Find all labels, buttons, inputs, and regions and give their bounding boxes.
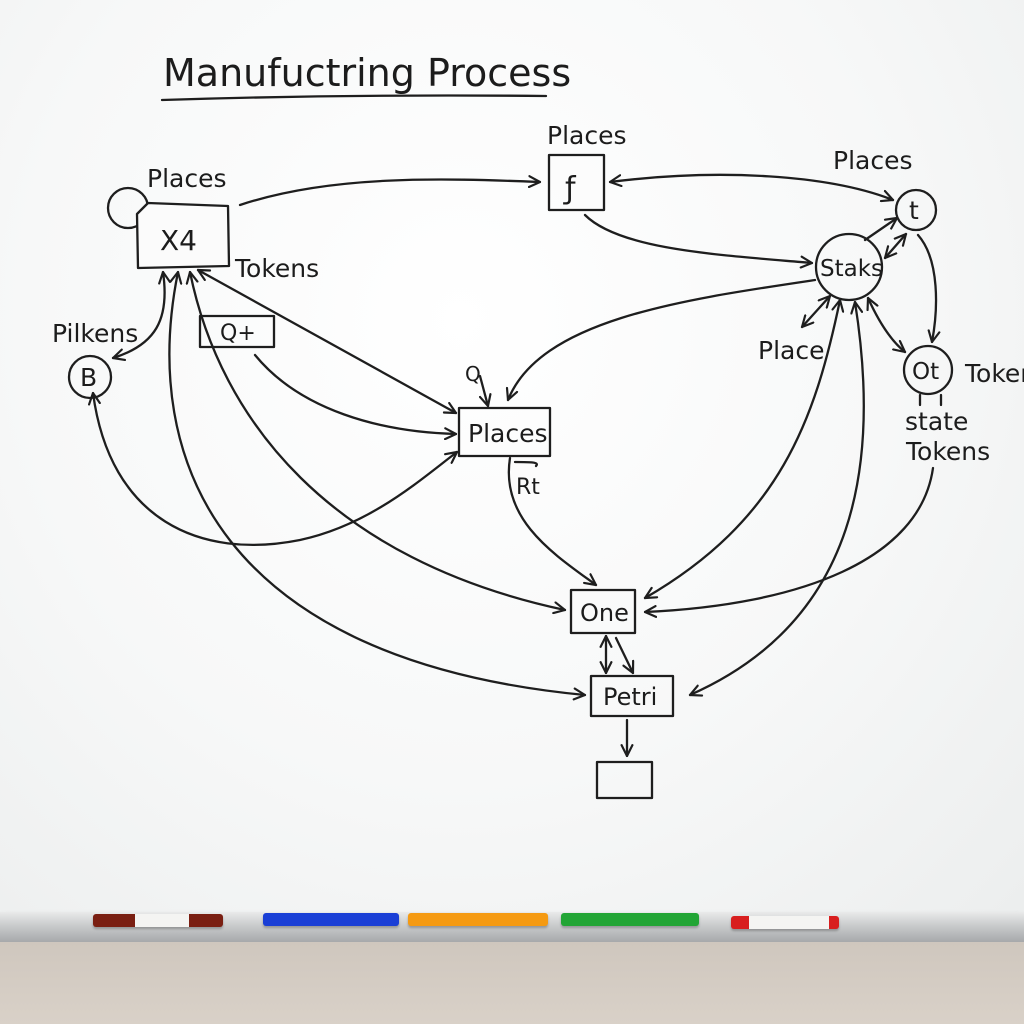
blue-marker[interactable] [263, 913, 399, 926]
arc-tokens-to-one [643, 466, 935, 619]
arcs [87, 173, 943, 758]
places-center-label: Places [468, 419, 548, 448]
b-label: B [80, 363, 97, 392]
t-place[interactable]: t [894, 188, 938, 232]
arc-t-to-ot [916, 233, 941, 344]
ot-place[interactable]: Ot [902, 344, 954, 396]
q-transition[interactable]: Q+ [198, 314, 276, 349]
arc-places-center-to-one [507, 456, 598, 587]
empty-transition[interactable] [595, 760, 654, 800]
arc-staks-place [800, 294, 832, 329]
arc-x4-to-places-top [238, 175, 542, 207]
petri-transition[interactable]: Petri [589, 674, 675, 718]
arc-staks-to-petri [688, 300, 865, 697]
b-circle [67, 354, 113, 400]
petri-box [589, 674, 675, 718]
q-label: Q+ [220, 321, 256, 346]
ot-circle [902, 344, 954, 396]
staks-label: Staks [820, 256, 883, 282]
t-circle [894, 188, 938, 232]
green-marker[interactable] [561, 913, 699, 926]
title-underline [160, 94, 548, 102]
brown-marker[interactable] [93, 914, 223, 927]
places-center-transition[interactable]: Places [457, 406, 552, 458]
arc-rt-curl [513, 460, 539, 468]
arc-places-top-to-staks [583, 213, 814, 269]
label-places-x4: Places [147, 164, 227, 193]
places-top-box [547, 153, 606, 212]
label-token-right: Token [964, 359, 1024, 388]
ot-label: Ot [912, 359, 939, 385]
ot-dashes [918, 393, 943, 407]
petri-label: Petri [603, 683, 657, 711]
label-tokens-left: Tokens [234, 254, 319, 283]
red-marker[interactable] [731, 916, 839, 929]
diagram-title: Manufuctring Process [163, 51, 571, 95]
label-tokens-right: Tokens [905, 437, 990, 466]
label-rt: Rt [516, 475, 540, 500]
label-pilkens: Pilkens [52, 319, 138, 348]
label-places-top: Places [547, 121, 627, 150]
label-place-right: Place [758, 336, 824, 365]
x4-box [135, 201, 231, 270]
label-state: state [905, 407, 968, 436]
wall [0, 942, 1024, 1024]
one-transition[interactable]: One [569, 588, 637, 635]
petri-net-diagram: Manufuctring Process [52, 51, 1024, 800]
q-box [198, 314, 276, 349]
places-center-box [457, 406, 552, 458]
t-label: t [909, 196, 919, 225]
staks-circle [814, 232, 884, 302]
x4-transition[interactable]: X4 [106, 186, 231, 270]
arc-q-to-places-center [253, 353, 458, 441]
staks-place[interactable]: Staks [814, 232, 884, 302]
one-box [569, 588, 637, 635]
arc-places-top-to-t [608, 173, 895, 203]
arc-x4-to-petri [168, 270, 587, 701]
places-top-node[interactable]: ƒ [547, 153, 606, 212]
label-q-small: Q [465, 362, 481, 386]
arc-x4-to-b [111, 270, 172, 362]
one-label: One [580, 599, 629, 627]
label-places-right: Places [833, 146, 913, 175]
arc-one-to-petri [614, 636, 635, 675]
x4-label: X4 [160, 224, 197, 257]
empty-box [595, 760, 654, 800]
places-top-icon: ƒ [563, 171, 577, 206]
orange-marker[interactable] [408, 913, 548, 926]
arc-staks-to-ot [866, 296, 907, 354]
b-place[interactable]: B [67, 354, 113, 400]
arc-t-staks-double [883, 232, 908, 260]
arc-b-to-places-center [87, 391, 459, 547]
arc-staks-to-t [863, 216, 899, 242]
arc-q-small [478, 374, 492, 408]
